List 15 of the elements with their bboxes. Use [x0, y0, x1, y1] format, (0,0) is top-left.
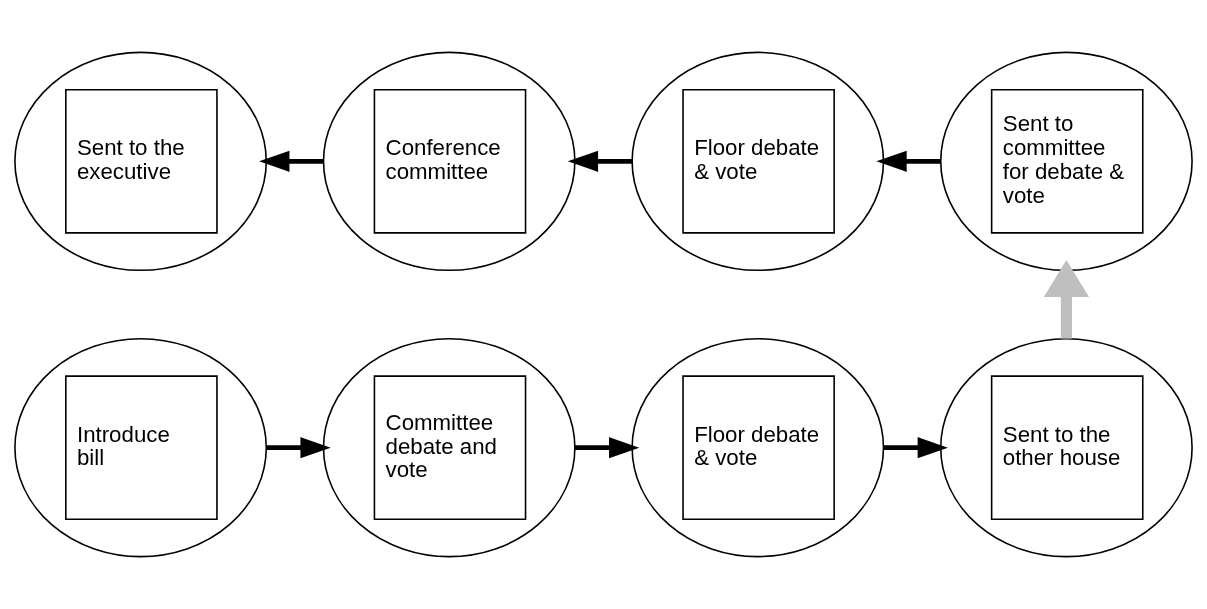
- node-ellipse: Sent to the executive: [14, 51, 268, 272]
- node-ellipse: Sent to committee for debate & vote: [939, 51, 1193, 272]
- node-ellipse: Introduce bill: [14, 337, 268, 558]
- node-ellipse: Sent to the other house: [939, 337, 1193, 558]
- arrow: [1043, 260, 1090, 339]
- arrow: [876, 150, 941, 172]
- arrow: [266, 437, 331, 459]
- node-ellipse: Committee debate and vote: [322, 337, 576, 558]
- arrow: [567, 150, 633, 172]
- arrow: [883, 437, 948, 459]
- node-ellipse: Floor debate & vote: [631, 51, 885, 272]
- arrow: [259, 150, 324, 172]
- node-ellipse: Floor debate & vote: [631, 337, 885, 558]
- arrow: [575, 437, 640, 459]
- node-ellipse: Conference committee: [322, 51, 576, 272]
